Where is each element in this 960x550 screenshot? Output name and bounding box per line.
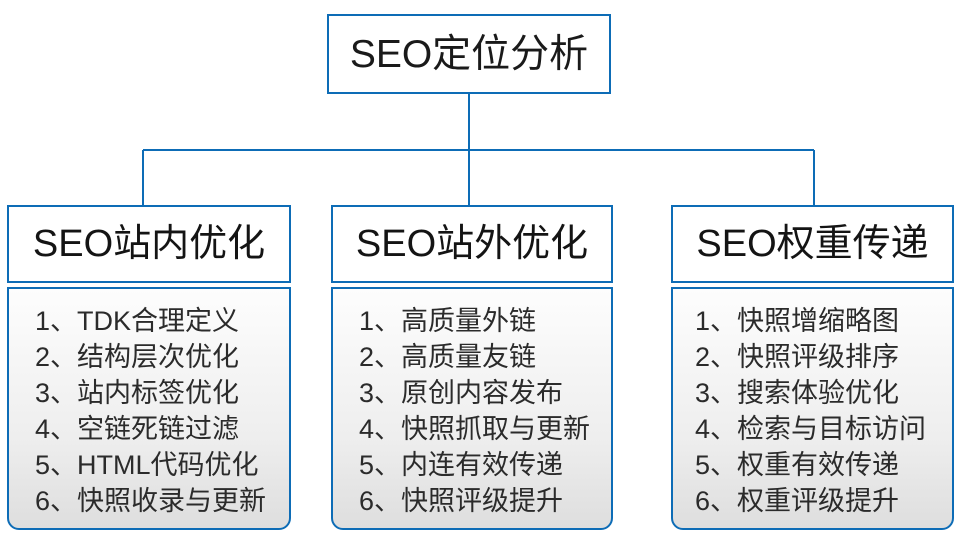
list-item: 4、检索与目标访问 [695, 414, 927, 444]
list-item: 6、快照评级提升 [359, 486, 564, 516]
list-item: 5、权重有效传递 [695, 450, 900, 480]
list-item: 1、快照增缩略图 [695, 306, 900, 336]
list-item: 1、TDK合理定义 [35, 306, 240, 336]
list-item: 6、权重评级提升 [695, 486, 900, 516]
branch-list-weight-transfer: 1、快照增缩略图 2、快照评级排序 3、搜索体验优化 4、检索与目标访问 5、权… [671, 287, 954, 530]
list-item: 3、原创内容发布 [359, 378, 564, 408]
branch-list-on-site: 1、TDK合理定义 2、结构层次优化 3、站内标签优化 4、空链死链过滤 5、H… [7, 287, 291, 530]
list-item: 4、空链死链过滤 [35, 414, 240, 444]
branch-column-on-site: SEO站内优化 1、TDK合理定义 2、结构层次优化 3、站内标签优化 4、空链… [7, 205, 291, 530]
list-item: 6、快照收录与更新 [35, 486, 267, 516]
branch-header-off-site[interactable]: SEO站外优化 [331, 205, 613, 283]
root-node[interactable]: SEO定位分析 [327, 14, 611, 94]
root-node-label: SEO定位分析 [349, 32, 589, 76]
list-item: 2、高质量友链 [359, 342, 537, 372]
branch-header-label: SEO站外优化 [355, 223, 589, 265]
list-item: 5、HTML代码优化 [35, 450, 259, 480]
list-item: 3、搜索体验优化 [695, 378, 900, 408]
branch-header-label: SEO权重传递 [696, 223, 929, 265]
branch-list-off-site: 1、高质量外链 2、高质量友链 3、原创内容发布 4、快照抓取与更新 5、内连有… [331, 287, 613, 530]
list-item: 1、高质量外链 [359, 306, 537, 336]
list-item: 3、站内标签优化 [35, 378, 240, 408]
branch-column-off-site: SEO站外优化 1、高质量外链 2、高质量友链 3、原创内容发布 4、快照抓取与… [331, 205, 613, 530]
branch-header-weight-transfer[interactable]: SEO权重传递 [671, 205, 954, 283]
branch-column-weight-transfer: SEO权重传递 1、快照增缩略图 2、快照评级排序 3、搜索体验优化 4、检索与… [671, 205, 954, 530]
list-item: 4、快照抓取与更新 [359, 414, 591, 444]
branch-header-on-site[interactable]: SEO站内优化 [7, 205, 291, 283]
branch-header-label: SEO站内优化 [32, 223, 266, 265]
list-item: 5、内连有效传递 [359, 450, 564, 480]
list-item: 2、结构层次优化 [35, 342, 240, 372]
list-item: 2、快照评级排序 [695, 342, 900, 372]
